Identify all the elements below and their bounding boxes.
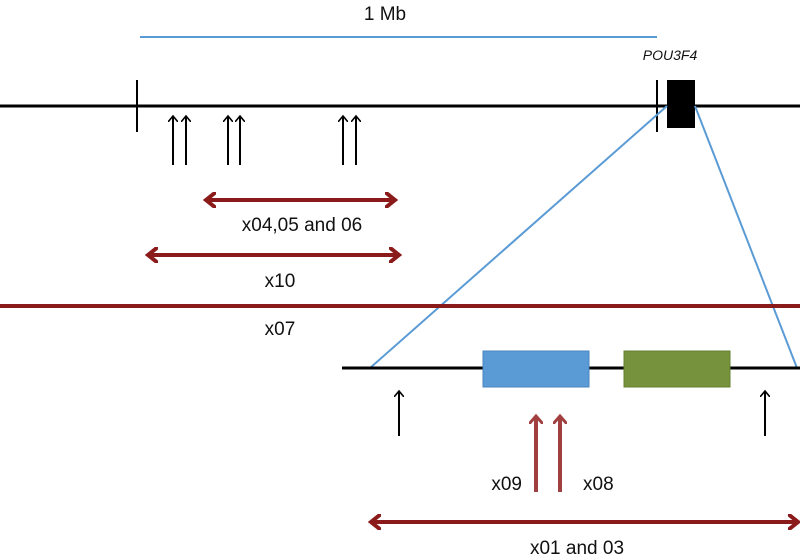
breakpoint-arrows (173, 117, 356, 165)
zoom-line-right (694, 105, 798, 369)
zoom-line-left (369, 105, 668, 369)
deletion-x04-05-06-label: x04,05 and 06 (242, 215, 362, 236)
pou3f4-gene-box (667, 80, 695, 128)
breakpoint-x09-label: x09 (491, 474, 522, 495)
deletion-x07-label: x07 (265, 319, 296, 340)
gene-name: POU3F4 (643, 47, 698, 63)
deletion-x10-label: x10 (265, 271, 296, 292)
breakpoint-x08-label: x08 (583, 474, 614, 495)
element-green-box (623, 350, 731, 388)
scale-label: 1 Mb (364, 4, 406, 25)
deletion-x01-03-label: x01 and 03 (530, 538, 624, 558)
element-blue-box (482, 350, 590, 388)
